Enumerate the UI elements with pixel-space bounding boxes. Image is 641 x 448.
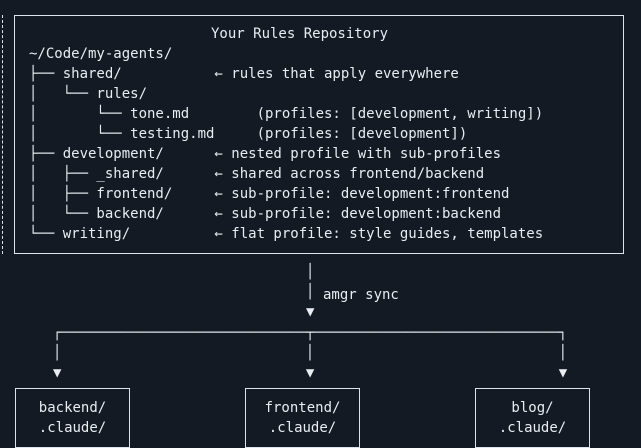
project-name: blog/ — [511, 400, 554, 416]
sync-command-label: amgr sync — [323, 287, 399, 303]
project-subdir: .claude/ — [498, 420, 567, 436]
project-name: backend/ — [38, 400, 107, 416]
repo-tree: ~/Code/my-agents/ ├── shared/ ← rules th… — [29, 46, 544, 242]
project-box-frontend: frontend/ .claude/ — [245, 388, 360, 448]
clipped-box-edge — [2, 15, 3, 254]
rules-repository-box: Your Rules Repository ~/Code/my-agents/ … — [14, 15, 624, 254]
project-subdir: .claude/ — [268, 420, 337, 436]
project-name: frontend/ — [264, 400, 341, 416]
repo-box-title: Your Rules Repository — [211, 26, 389, 42]
project-box-blog: blog/ .claude/ — [475, 388, 590, 448]
branch-connector: ┌─────────────────────────────┬─────────… — [53, 325, 568, 381]
project-box-backend: backend/ .claude/ — [15, 388, 130, 448]
project-subdir: .claude/ — [38, 420, 107, 436]
sync-arrow-connector: │ │ ▼ — [306, 264, 315, 320]
